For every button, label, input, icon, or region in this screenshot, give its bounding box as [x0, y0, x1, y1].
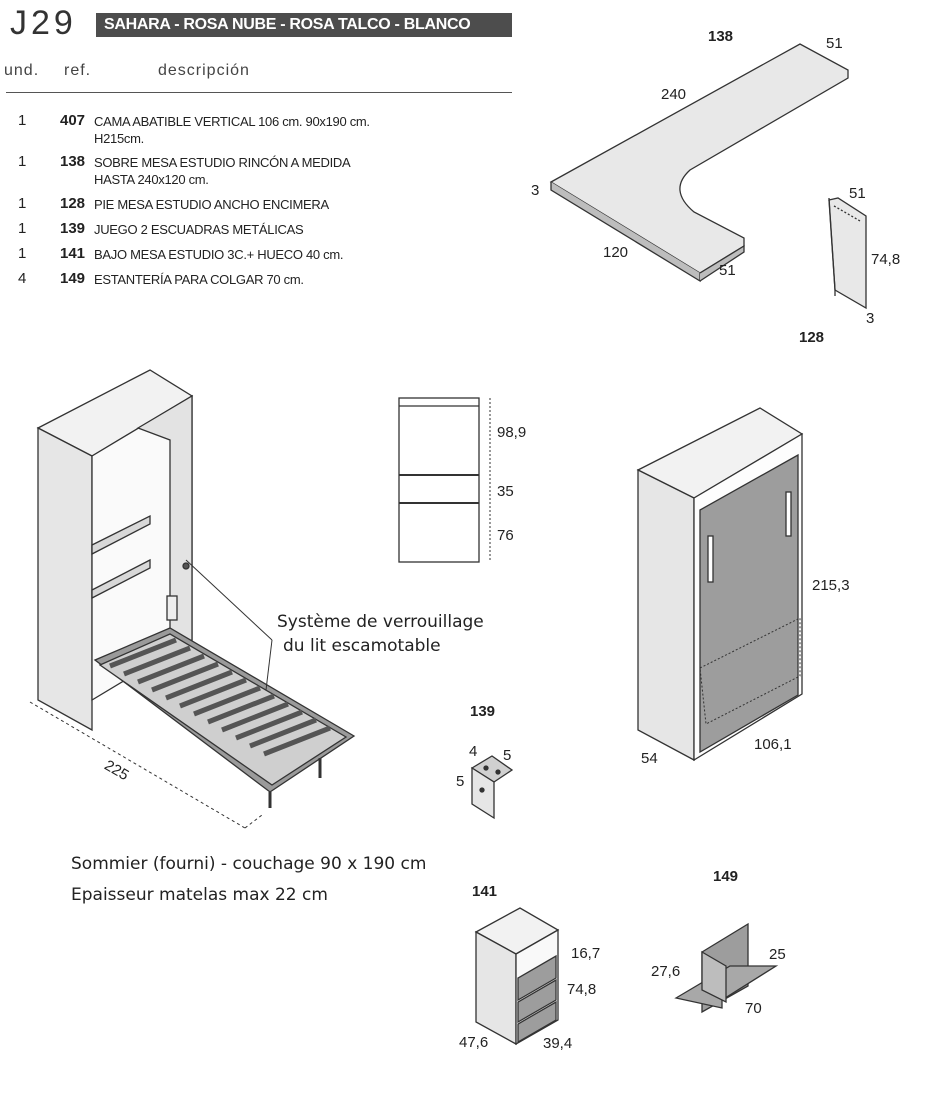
dim-label: 54	[641, 750, 658, 767]
shelf-drawing	[674, 922, 779, 1014]
header-divider	[6, 92, 512, 93]
item-qty: 4	[18, 270, 27, 287]
bracket-ref: 139	[470, 703, 496, 720]
finish-bar: SAHARA - ROSA NUBE - ROSA TALCO - BLANCO…	[96, 13, 512, 57]
item-desc: CAMA ABATIBLE VERTICAL 106 cm. 90x190 cm…	[94, 114, 370, 129]
drawer-unit-drawing	[474, 907, 560, 1046]
col-qty-header: und.	[4, 62, 40, 79]
item-desc-line2: HASTA 240x120 cm.	[94, 172, 209, 187]
desk-top-ref: 138	[708, 28, 734, 45]
dim-label: 240	[661, 86, 687, 103]
item-desc-line2: H215cm.	[94, 131, 144, 146]
dim-label: 215,3	[812, 577, 850, 594]
dim-label: 98,9	[497, 424, 527, 441]
bracket-drawing	[470, 755, 514, 820]
item-desc: BAJO MESA ESTUDIO 3C.+ HUECO 40 cm.	[94, 247, 344, 262]
item-ref: 139	[60, 220, 86, 237]
dim-label: 74,8	[567, 981, 597, 998]
item-desc: ESTANTERÍA PARA COLGAR 70 cm.	[94, 272, 304, 287]
mattress-thickness-note: Epaisseur matelas max 22 cm	[71, 885, 328, 905]
dim-label: 51	[826, 35, 843, 52]
item-ref: 141	[60, 245, 86, 262]
item-qty: 1	[18, 112, 27, 129]
item-ref: 407	[60, 112, 86, 129]
shelf-ref: 149	[713, 868, 739, 885]
dim-label: 5	[456, 773, 465, 790]
desk-top-drawing	[549, 43, 849, 283]
dim-label: 70	[745, 1000, 762, 1017]
item-ref: 138	[60, 153, 86, 170]
dim-label: 47,6	[459, 1034, 489, 1051]
lock-system-label-line2: du lit escamotable	[283, 636, 441, 656]
dim-label: 51	[719, 262, 736, 279]
dim-label: 5	[503, 747, 512, 764]
item-ref: 149	[60, 270, 86, 287]
desk-leg-ref: 128	[799, 329, 825, 346]
col-ref-header: ref.	[64, 62, 92, 79]
item-desc: SOBRE MESA ESTUDIO RINCÓN A MEDIDA	[94, 155, 351, 170]
drawer-unit-ref: 141	[472, 883, 498, 900]
dim-label: 3	[866, 310, 875, 327]
dim-label: 35	[497, 483, 514, 500]
item-ref: 128	[60, 195, 86, 212]
dim-label: 25	[769, 946, 786, 963]
lock-system-label: Système de verrouillage	[277, 612, 484, 632]
dim-label: 106,1	[754, 736, 792, 753]
dim-label: 27,6	[651, 963, 681, 980]
item-qty: 1	[18, 153, 27, 170]
dim-label: 39,4	[543, 1035, 573, 1052]
mattress-note: Sommier (fourni) - couchage 90 x 190 cm	[71, 854, 427, 874]
dim-label: 120	[603, 244, 629, 261]
dim-label: 51	[849, 185, 866, 202]
front-elevation-drawing	[398, 397, 491, 563]
open-bed-drawing	[29, 369, 356, 829]
dim-label: 3	[531, 182, 540, 199]
item-qty: 1	[18, 220, 27, 237]
item-desc: PIE MESA ESTUDIO ANCHO ENCIMERA	[94, 197, 329, 212]
item-qty: 1	[18, 245, 27, 262]
desk-leg-drawing	[828, 197, 867, 310]
dim-label: 16,7	[571, 945, 601, 962]
item-desc: JUEGO 2 ESCUADRAS METÁLICAS	[94, 222, 304, 237]
col-desc-header: descripción	[158, 62, 250, 79]
dim-label: 74,8	[871, 251, 901, 268]
model-code: J29	[10, 4, 77, 42]
dim-label: 76	[497, 527, 514, 544]
item-qty: 1	[18, 195, 27, 212]
closed-bed-drawing	[636, 407, 804, 762]
dim-label: 4	[469, 743, 478, 760]
